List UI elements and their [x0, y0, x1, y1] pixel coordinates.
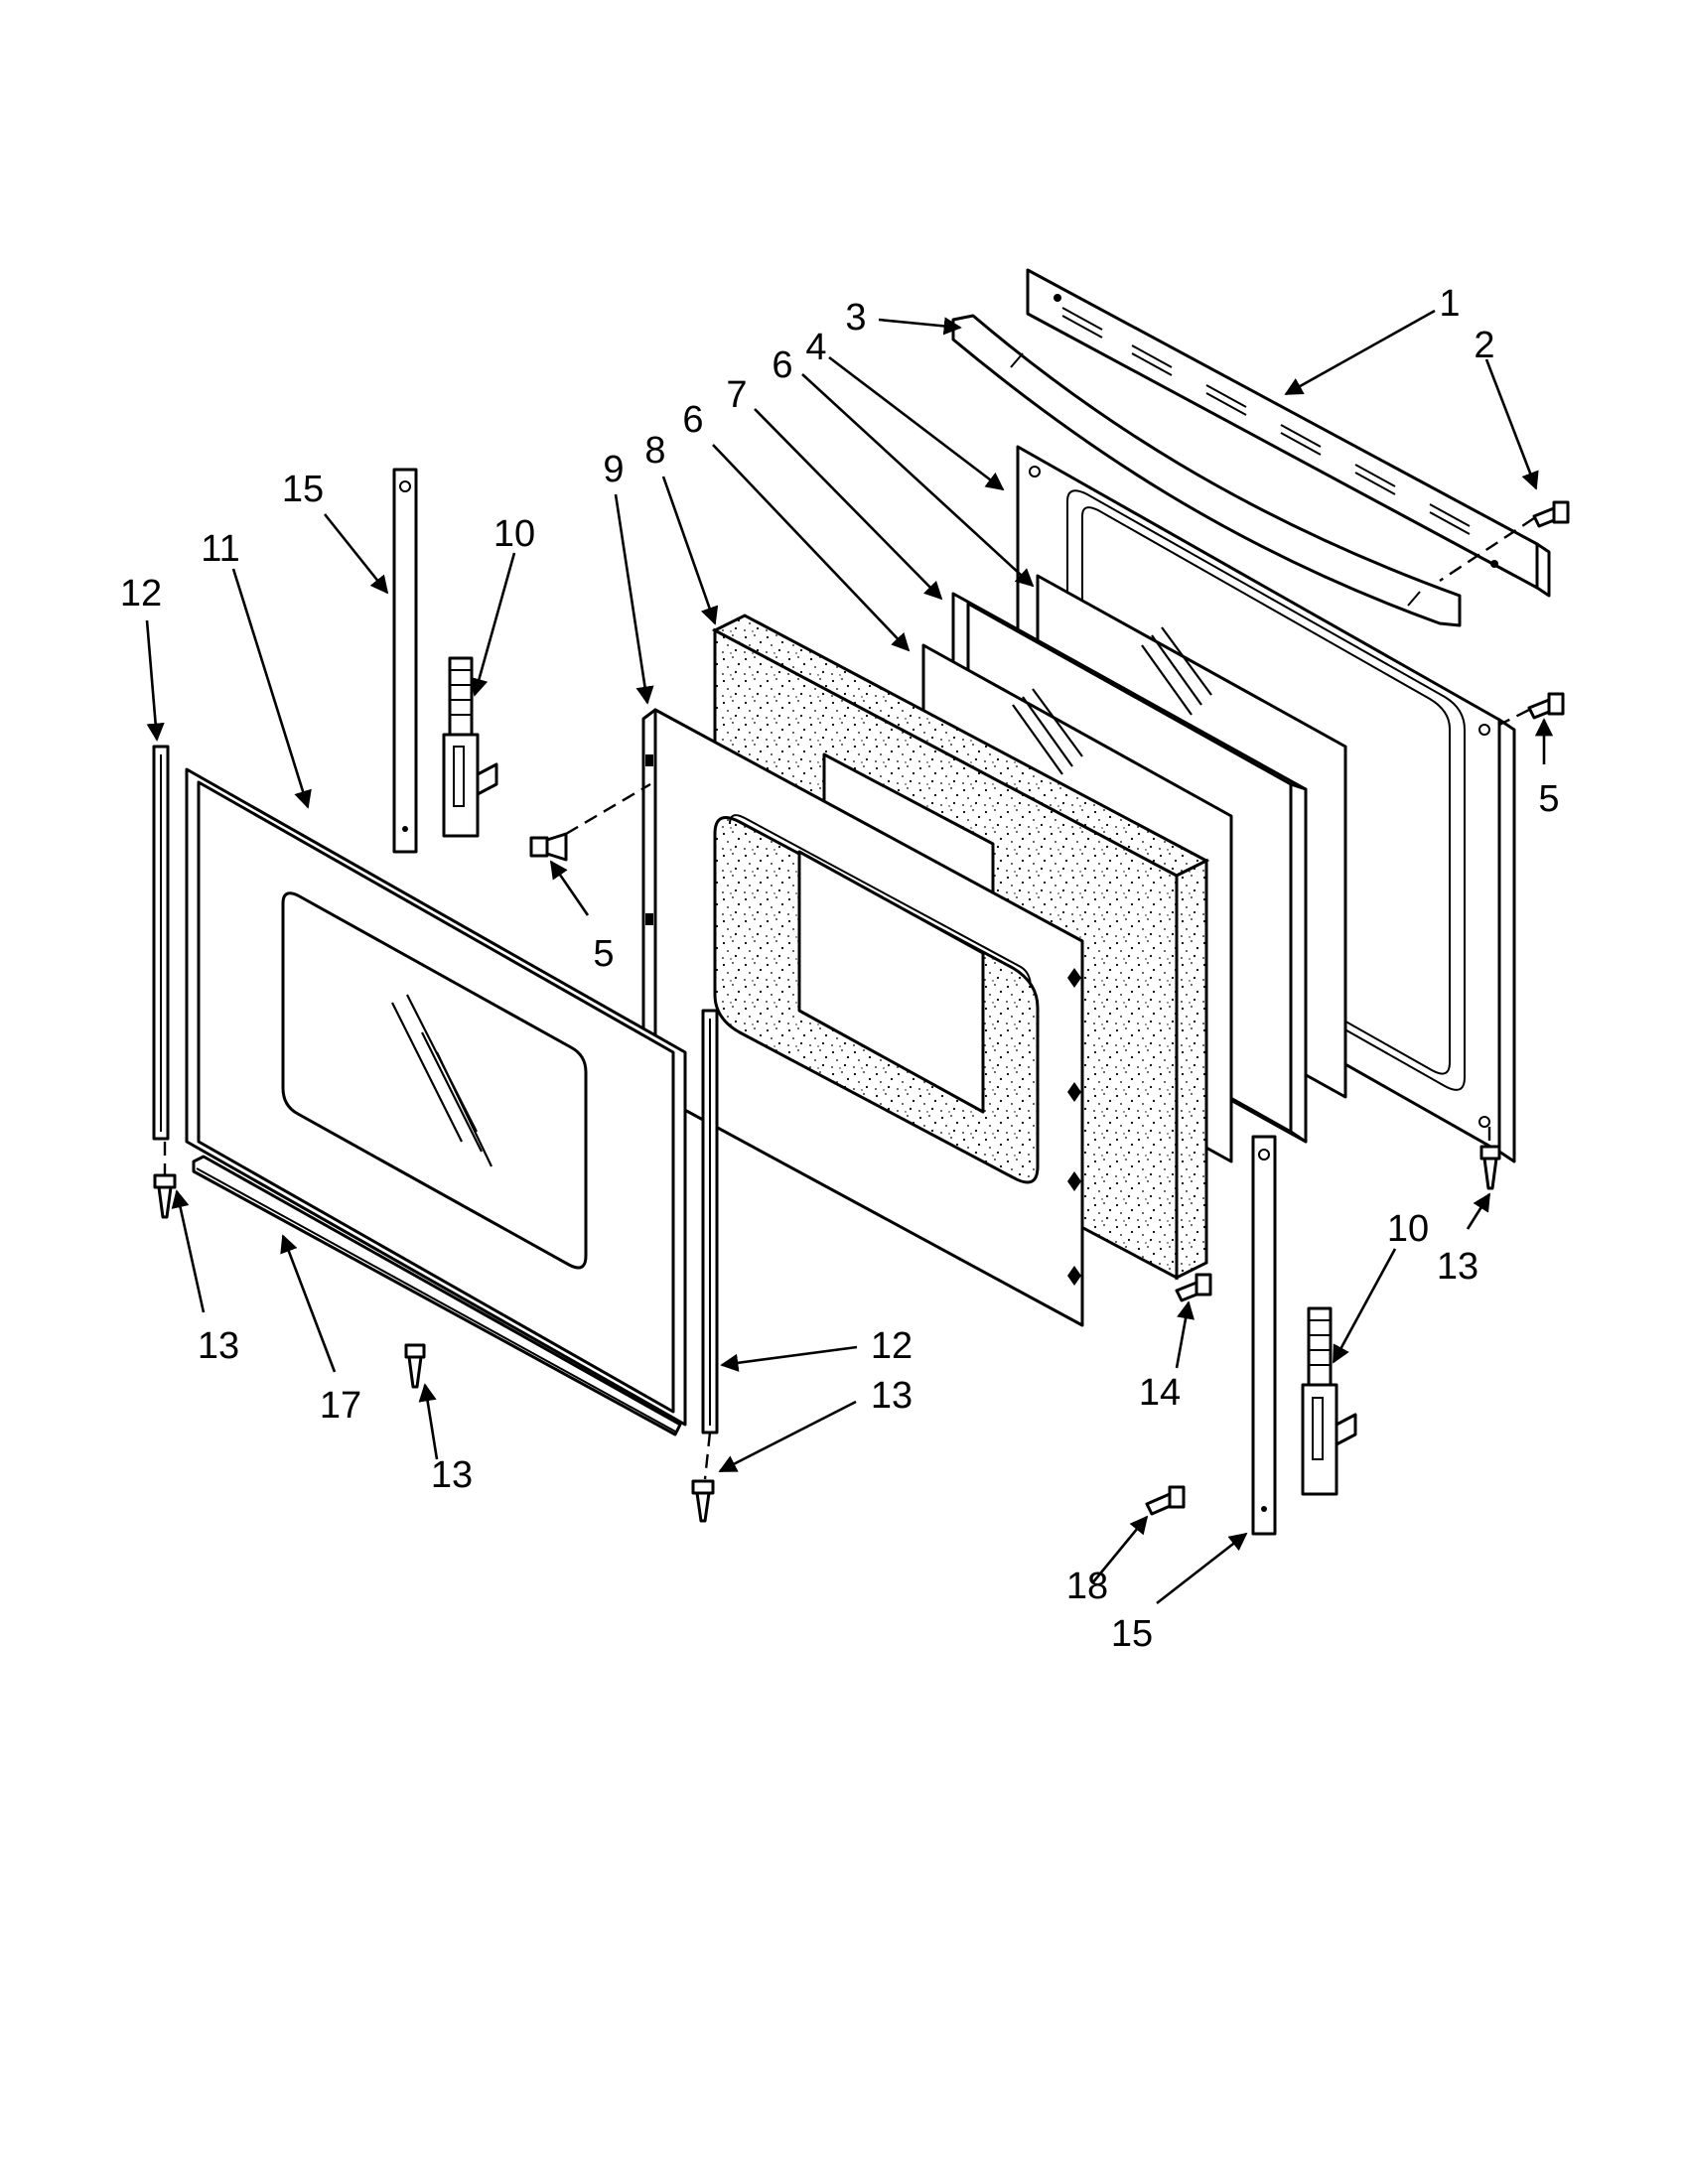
callout-17: 17 [320, 1385, 361, 1427]
callout-13-bottom: 13 [431, 1454, 473, 1496]
callout-4: 4 [805, 327, 826, 368]
hinge-left [442, 656, 498, 838]
outer-door-panel [185, 767, 687, 1427]
screw-13-mid [691, 1479, 715, 1523]
callout-2: 2 [1474, 325, 1494, 366]
hinge-right [1301, 1306, 1357, 1496]
callout-labels: 1 2 3 4 5 5 6 6 7 8 9 10 10 11 12 12 13 … [120, 283, 1560, 1655]
callout-12-left: 12 [120, 573, 162, 614]
callout-8: 8 [644, 430, 665, 472]
hinge-receiver-left [392, 468, 418, 854]
screw-13-right [1479, 1145, 1501, 1190]
screw-5-right [1527, 692, 1565, 720]
screw-5-left [529, 832, 568, 862]
screw-13-left [153, 1173, 177, 1219]
screw-2 [1532, 500, 1570, 528]
callout-15-lower: 15 [1111, 1613, 1153, 1655]
leader-lines [145, 309, 1554, 1605]
callout-6-lower: 6 [682, 399, 703, 441]
callout-10-left: 10 [493, 513, 535, 555]
callout-13-left: 13 [198, 1325, 239, 1367]
callout-12-right: 12 [871, 1325, 913, 1367]
callout-14: 14 [1139, 1372, 1181, 1414]
callout-7: 7 [726, 374, 747, 416]
callout-11: 11 [201, 528, 239, 570]
callout-13-right: 13 [1437, 1246, 1478, 1288]
callout-5-left: 5 [593, 933, 614, 975]
assembly-lines [163, 516, 1535, 1480]
callout-10-right: 10 [1387, 1208, 1429, 1250]
screw-14 [1175, 1273, 1212, 1302]
bottom-trim [192, 1155, 682, 1436]
vent-trim [1026, 268, 1551, 598]
hinge-receiver-right [1251, 1135, 1277, 1536]
callout-18: 18 [1066, 1566, 1108, 1607]
side-trim-left [152, 745, 170, 1141]
callout-9: 9 [603, 449, 624, 490]
screw-18 [1145, 1485, 1186, 1516]
callout-15-upper: 15 [282, 469, 324, 510]
screw-13-bottom [404, 1343, 426, 1389]
callout-6-upper: 6 [772, 344, 792, 386]
side-trim-right [701, 1009, 719, 1434]
callout-13-mid: 13 [871, 1375, 913, 1417]
callout-3: 3 [845, 297, 866, 339]
door-liner [641, 708, 1084, 1327]
callout-5-right: 5 [1538, 778, 1559, 820]
callout-1: 1 [1439, 283, 1460, 325]
door-handle [951, 314, 1462, 627]
